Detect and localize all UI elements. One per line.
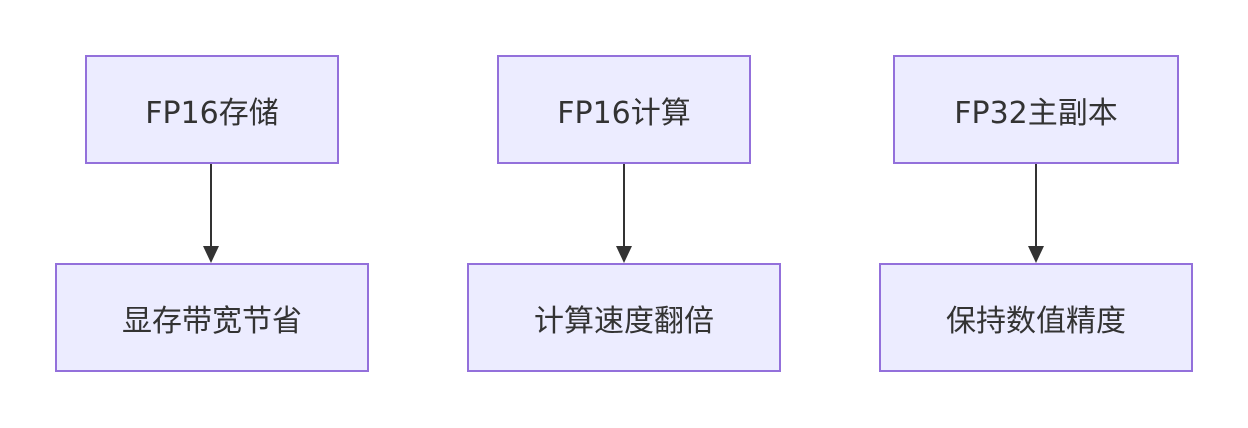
arrowhead-icon (1028, 246, 1044, 263)
node-fp32-master: FP32主副本 (893, 55, 1179, 164)
edge-fp16-compute (616, 164, 632, 263)
node-label: 保持数值精度 (946, 303, 1126, 339)
node-compute-speedup: 计算速度翻倍 (467, 263, 781, 372)
node-label: 计算速度翻倍 (534, 303, 714, 339)
edge-fp32-master (1028, 164, 1044, 263)
arrowhead-icon (203, 246, 219, 263)
node-label: FP16存储 (145, 95, 279, 131)
node-label: 显存带宽节省 (122, 303, 302, 339)
node-label: FP16计算 (557, 95, 691, 131)
edge-fp16-storage (203, 164, 219, 263)
node-fp16-compute: FP16计算 (497, 55, 751, 164)
node-bandwidth-saving: 显存带宽节省 (55, 263, 369, 372)
node-label: FP32主副本 (954, 95, 1118, 131)
node-keep-precision: 保持数值精度 (879, 263, 1193, 372)
arrowhead-icon (616, 246, 632, 263)
node-fp16-storage: FP16存储 (85, 55, 339, 164)
